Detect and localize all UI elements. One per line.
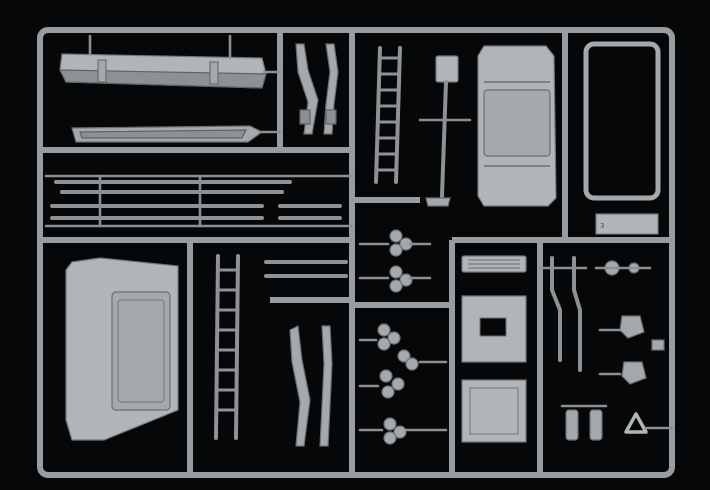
sprue-runners [40,30,672,475]
linkage-parts [538,256,588,372]
engine-block-parts [358,229,448,445]
sprue-outer-frame [37,27,675,478]
spoiler-wing-part [59,34,282,89]
ladder-part-bottom [214,254,240,440]
mirror-post-part [418,55,472,207]
rod-parts [44,174,354,228]
grille-part [461,255,527,273]
body-panel-part [65,257,179,441]
ladder-part-top [374,46,402,184]
sprue-tag: 3 [595,213,659,235]
canister-parts [560,404,608,441]
suspension-arm-parts [295,43,339,135]
sprue-tag-label: 3 [600,222,604,230]
lower-arm-parts [264,260,348,447]
warning-triangle-part [624,412,674,434]
window-frame-part [583,41,661,201]
lower-box-part [461,379,527,443]
wing-blade-part [71,125,282,143]
window-box-part [461,295,527,363]
cab-panel-part [477,45,557,207]
small-mechanism-parts [594,260,665,385]
